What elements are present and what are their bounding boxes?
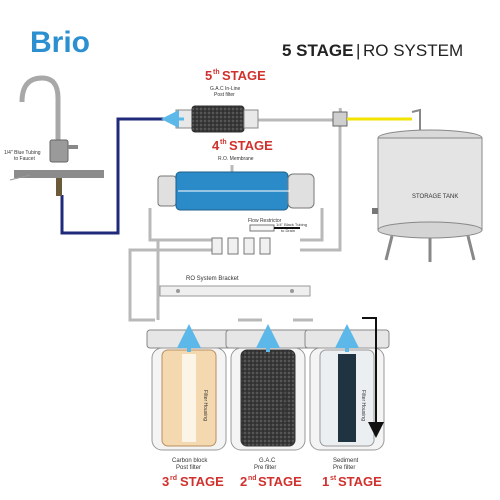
stage5-desc-line2: Post filter <box>214 92 235 98</box>
stage2-caption: G.A.C Pre filter 2 nd STAGE <box>240 458 302 489</box>
tank-valve <box>411 108 421 130</box>
stage4-membrane: 4 th STAGE R.O. Membrane <box>157 138 315 211</box>
stage2-desc-line1: G.A.C <box>259 458 276 464</box>
stage2-number: 2 <box>240 474 247 489</box>
stage2-desc-line2: Pre filter <box>254 465 276 471</box>
stage5-body <box>191 105 245 133</box>
faucet-label-line1: 1/4" Blue Tubing <box>4 150 41 156</box>
stage1-word: STAGE <box>338 474 382 489</box>
stage2-housing: Filter Housing <box>225 324 311 451</box>
stage3-caption: Carbon block Post filter 3 rd STAGE <box>162 458 224 489</box>
bracket-body <box>159 285 311 297</box>
stage2-word: STAGE <box>258 474 302 489</box>
flow-restrictor: Flow Restrictor 1/4" Black Tubing to Dra… <box>248 218 307 233</box>
stage3-number: 3 <box>162 474 169 489</box>
inlet-arrow <box>362 317 384 438</box>
membrane-cap-left <box>157 175 177 207</box>
flow-restrictor-label: Flow Restrictor <box>248 218 282 224</box>
flow-restrictor-body <box>249 224 275 232</box>
drain-label-line2: to Drain <box>281 228 295 233</box>
stage3-housing-label: Filter Housing <box>202 390 208 421</box>
faucet-body <box>49 139 69 163</box>
tank-label: STORAGE TANK <box>412 194 458 200</box>
fittings-row <box>211 237 271 255</box>
fitting <box>259 237 271 255</box>
stage5-word: STAGE <box>222 68 266 83</box>
tee-fitting <box>332 111 348 127</box>
fitting <box>227 237 239 255</box>
stage3-word: STAGE <box>180 474 224 489</box>
stage4-word: STAGE <box>229 138 273 153</box>
fitting <box>211 237 223 255</box>
bracket-label: RO System Bracket <box>186 276 239 282</box>
brand-logo: Brio <box>30 26 90 59</box>
bracket-hole <box>290 289 294 293</box>
tank-bottom <box>377 221 483 239</box>
faucet: 1/4" Blue Tubing to Faucet <box>4 75 104 196</box>
stage1-desc-line1: Sediment <box>333 458 359 464</box>
tube-tee-down <box>300 120 342 252</box>
stage5-desc-line1: G.A.C In-Line <box>210 86 241 92</box>
stage4-suffix: th <box>220 139 227 146</box>
stage2-housing-label: Filter Housing <box>281 390 287 421</box>
stage5-number: 5 <box>205 68 212 83</box>
countertop <box>14 170 104 178</box>
stage5-cap-right <box>243 109 259 129</box>
storage-tank: STORAGE TANK <box>372 108 483 262</box>
tube-membrane-left-out <box>148 208 212 242</box>
stage4-number: 4 <box>212 138 220 153</box>
stage3-desc-line1: Carbon block <box>172 458 208 464</box>
tank-legs <box>384 235 476 262</box>
stage3-housing: Filter Housing <box>146 324 232 451</box>
navy-faucet-tube <box>60 117 176 235</box>
stage2-suffix: nd <box>248 475 257 482</box>
membrane-cap-right <box>287 173 315 209</box>
title-stage-count: 5 STAGE <box>282 41 353 60</box>
stage1-suffix: st <box>330 475 337 482</box>
stage1-core <box>338 354 356 442</box>
stage1-housing: Filter Housing <box>304 324 390 451</box>
stage1-number: 1 <box>322 474 329 489</box>
stage5-suffix: th <box>213 69 220 76</box>
faucet-handle <box>68 145 78 149</box>
faucet-shank <box>56 178 62 196</box>
stage1-desc-line2: Pre filter <box>333 465 355 471</box>
tank-air-valve <box>372 208 378 214</box>
fitting <box>243 237 255 255</box>
stage3-desc-line2: Post filter <box>176 465 201 471</box>
brand-name: Brio <box>30 26 90 59</box>
ro-bracket: RO System Bracket <box>159 276 311 297</box>
page-title: 5 STAGE | RO SYSTEM <box>282 41 463 60</box>
stage1-housing-label: Filter Housing <box>360 390 366 421</box>
drain-label-line1: 1/4" Black Tubing <box>276 222 307 227</box>
faucet-label-leader <box>9 174 31 181</box>
tank-body <box>377 137 483 231</box>
title-system: RO SYSTEM <box>363 41 463 60</box>
tube-membrane-right <box>300 208 324 242</box>
tube-to-stage3 <box>128 248 212 322</box>
stage5-filter: 5 th STAGE G.A.C In-Line Post filter <box>161 68 266 133</box>
bracket-hole <box>176 289 180 293</box>
stage4-desc-line1: R.O. Membrane <box>218 156 254 162</box>
stage1-caption: Sediment Pre filter 1 st STAGE <box>322 458 382 489</box>
stage3-core <box>182 354 196 442</box>
faucet-label-line2: to Faucet <box>14 156 35 162</box>
faucet-spout <box>19 75 61 150</box>
stage3-suffix: rd <box>170 475 177 482</box>
title-separator: | <box>356 41 360 60</box>
